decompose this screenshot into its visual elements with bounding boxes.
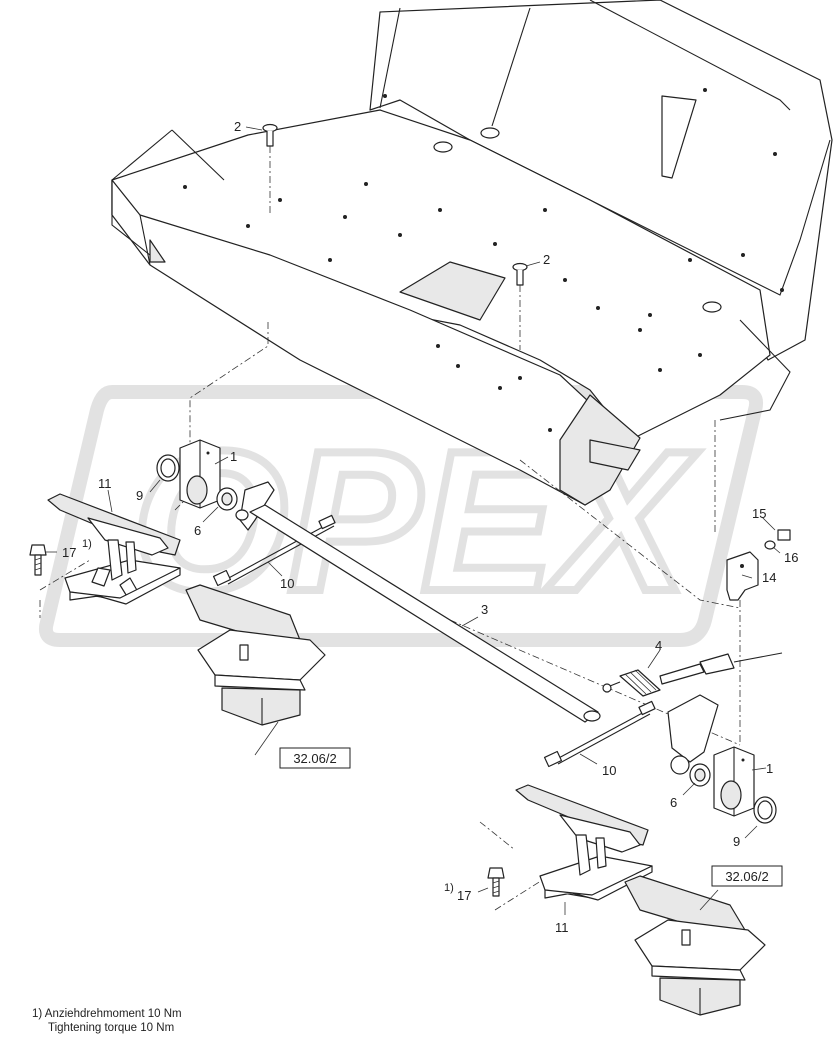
bushing-6-right <box>689 763 711 787</box>
shaft-arm-right <box>667 694 719 775</box>
screw-15 <box>777 529 791 541</box>
bracket-1-right <box>713 746 755 817</box>
hydraulic-unit-right <box>624 875 766 1016</box>
screw-17-right <box>487 867 505 897</box>
callout-15: 15 <box>752 506 766 521</box>
reference-box-left: 32.06/2 <box>279 747 351 769</box>
callout-11-right: 11 <box>555 920 569 935</box>
footnote-marker-left: 1) <box>82 538 92 550</box>
callout-10-left: 10 <box>280 576 294 591</box>
callout-2-upper: 2 <box>234 119 241 134</box>
reference-label-right: 32.06/2 <box>725 869 768 884</box>
callout-3: 3 <box>481 602 488 617</box>
footnote-text-en: Tightening torque 10 Nm <box>48 1022 175 1034</box>
frame-floor-assembly <box>111 0 833 506</box>
ring-9-right <box>753 796 777 824</box>
shaft-3 <box>249 504 601 723</box>
bolt-2-lower <box>512 262 528 350</box>
bracket-14 <box>726 551 759 601</box>
leader-lines <box>45 126 781 915</box>
footnote-marker-right: 1) <box>444 882 454 894</box>
callout-labels: 2 2 1 9 6 11 17 1) 10 3 4 15 16 14 10 1 … <box>62 119 798 935</box>
callout-9-right: 9 <box>733 834 740 849</box>
callout-17-left: 17 <box>62 545 76 560</box>
footnote-text-de: Anziehdrehmoment 10 Nm <box>44 1008 182 1020</box>
callout-1-left: 1 <box>230 449 237 464</box>
callout-17-right: 17 <box>457 888 471 903</box>
frame-holes <box>183 88 784 432</box>
callout-11-left: 11 <box>98 476 112 491</box>
bracket-1-left <box>179 439 221 509</box>
callout-6-right: 6 <box>670 795 677 810</box>
footnote-marker: 1) <box>32 1008 43 1020</box>
rod-10-left <box>212 514 336 587</box>
screw-17-left <box>29 544 47 576</box>
shaft-arm-left <box>235 481 275 531</box>
callout-16: 16 <box>784 550 798 565</box>
reference-label-left: 32.06/2 <box>293 751 336 766</box>
ring-9-left <box>156 454 180 482</box>
callout-9-left: 9 <box>136 488 143 503</box>
hydraulic-unit-left <box>185 584 326 726</box>
footnote-line-1: 1) Anziehdrehmoment 10 Nm <box>32 1007 182 1021</box>
footnote: 1) Anziehdrehmoment 10 Nm Tightening tor… <box>32 1007 182 1035</box>
cable-4 <box>602 652 783 697</box>
callout-1-right: 1 <box>766 761 773 776</box>
rod-10-right <box>543 700 656 768</box>
washer-16 <box>764 540 776 550</box>
callout-10-right: 10 <box>602 763 616 778</box>
callout-4: 4 <box>655 638 662 653</box>
callout-2-lower: 2 <box>543 252 550 267</box>
pedal-11-left <box>47 493 181 605</box>
reference-box-right: 32.06/2 <box>711 865 783 887</box>
bushing-6-left <box>216 487 238 511</box>
callout-6-left: 6 <box>194 523 201 538</box>
footnote-line-2: Tightening torque 10 Nm <box>32 1021 182 1035</box>
bolt-2-upper <box>262 123 278 215</box>
callout-14: 14 <box>762 570 776 585</box>
